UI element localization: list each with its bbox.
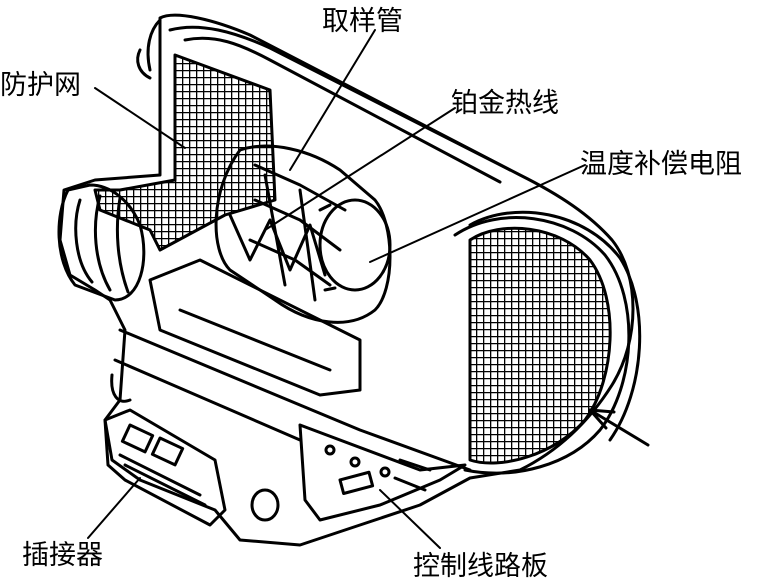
sample-tube-body bbox=[214, 144, 392, 324]
leader-guard-mesh bbox=[94, 87, 186, 149]
label-temp-comp-resistor: 温度补偿电阻 bbox=[580, 149, 742, 180]
left-bell-mouth bbox=[57, 183, 146, 302]
right-guard-mesh bbox=[468, 226, 612, 465]
label-control-board: 控制线路板 bbox=[413, 551, 548, 580]
leader-sample-tube bbox=[289, 29, 376, 171]
lower-body bbox=[118, 328, 472, 472]
leader-control-board bbox=[379, 489, 441, 549]
temp-comp-resistor bbox=[318, 198, 392, 292]
label-platinum-wire: 铂金热线 bbox=[451, 88, 559, 119]
left-guard-mesh bbox=[93, 53, 277, 252]
leader-temp-resistor bbox=[369, 164, 586, 263]
housing-small-hook bbox=[136, 18, 162, 80]
label-guard-mesh: 防护网 bbox=[0, 70, 81, 101]
connector-plug bbox=[103, 408, 227, 527]
inner-duct-floor bbox=[148, 258, 362, 397]
label-sample-tube: 取样管 bbox=[322, 6, 403, 37]
housing-top-rim bbox=[168, 25, 512, 172]
platinum-hot-wire bbox=[228, 213, 327, 277]
airflow-arrow bbox=[588, 408, 650, 447]
housing-top-rim-inner bbox=[183, 36, 502, 184]
label-connector: 插接器 bbox=[22, 540, 103, 571]
leader-platinum-wire bbox=[264, 107, 456, 231]
right-outlet-ring bbox=[453, 216, 631, 475]
leader-connector bbox=[87, 477, 141, 539]
